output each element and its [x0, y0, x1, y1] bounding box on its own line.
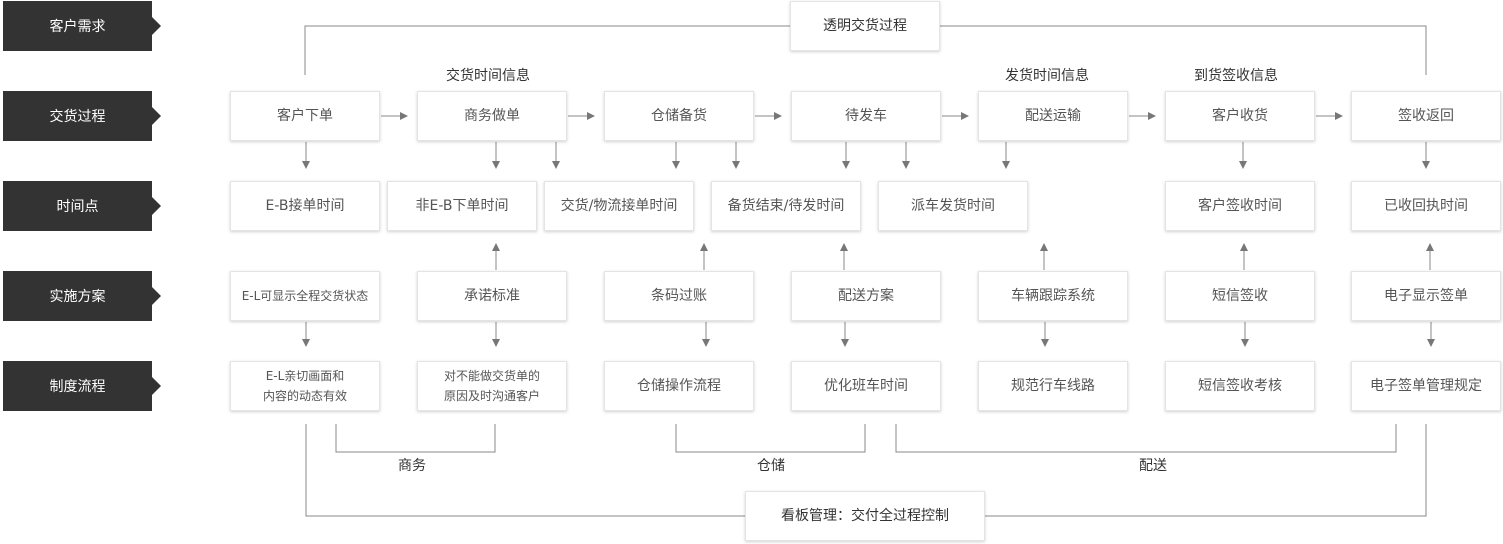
system-box: 短信签收考核 — [1165, 361, 1315, 411]
row-label-system-process: 制度流程 — [3, 361, 161, 411]
system-box: 优化班车时间 — [791, 361, 941, 411]
header-ship-time-info: 发货时间信息 — [1005, 68, 1089, 84]
group-label-distribution: 配送 — [1139, 458, 1167, 474]
implementation-box: 电子显示签单 — [1351, 271, 1501, 321]
implementation-box: 配送方案 — [791, 271, 941, 321]
timepoint-box: 派车发货时间 — [878, 181, 1028, 231]
row-label-implementation: 实施方案 — [3, 271, 161, 321]
system-box: 仓储操作流程 — [604, 361, 754, 411]
process-step: 客户收货 — [1165, 91, 1315, 141]
process-step: 配送运输 — [978, 91, 1128, 141]
process-step: 待发车 — [791, 91, 941, 141]
timepoint-box: 非E-B下单时间 — [387, 181, 537, 231]
group-label-business: 商务 — [398, 458, 426, 474]
row-label-time-point: 时间点 — [3, 181, 161, 231]
process-step: 签收返回 — [1351, 91, 1501, 141]
group-label-warehouse: 仓储 — [757, 458, 785, 474]
header-receipt-info: 到货签收信息 — [1194, 68, 1278, 84]
process-step: 客户下单 — [230, 91, 380, 141]
implementation-box: 条码过账 — [604, 271, 754, 321]
row-label-delivery-process: 交货过程 — [3, 91, 161, 141]
system-box: 规范行车线路 — [978, 361, 1128, 411]
timepoint-box: 交货/物流接单时间 — [544, 181, 694, 231]
timepoint-box: 备货结束/待发时间 — [711, 181, 861, 231]
process-step: 仓储备货 — [604, 91, 754, 141]
implementation-box: 承诺标准 — [417, 271, 567, 321]
implementation-box: 短信签收 — [1165, 271, 1315, 321]
kanban-management-box: 看板管理：交付全过程控制 — [745, 491, 985, 541]
implementation-box: 车辆跟踪系统 — [978, 271, 1128, 321]
timepoint-box: 客户签收时间 — [1165, 181, 1315, 231]
system-box: 对不能做交货单的 原因及时沟通客户 — [417, 361, 567, 411]
timepoint-box: 已收回执时间 — [1351, 181, 1501, 231]
transparent-delivery-box: 透明交货过程 — [790, 1, 940, 51]
row-label-customer-demand: 客户需求 — [3, 1, 161, 51]
implementation-box: E-L可显示全程交货状态 — [230, 271, 380, 321]
process-step: 商务做单 — [417, 91, 567, 141]
system-box: 电子签单管理规定 — [1351, 361, 1501, 411]
system-box: E-L亲切画面和 内容的动态有效 — [230, 361, 380, 411]
timepoint-box: E-B接单时间 — [230, 181, 380, 231]
header-delivery-time-info: 交货时间信息 — [446, 68, 530, 84]
